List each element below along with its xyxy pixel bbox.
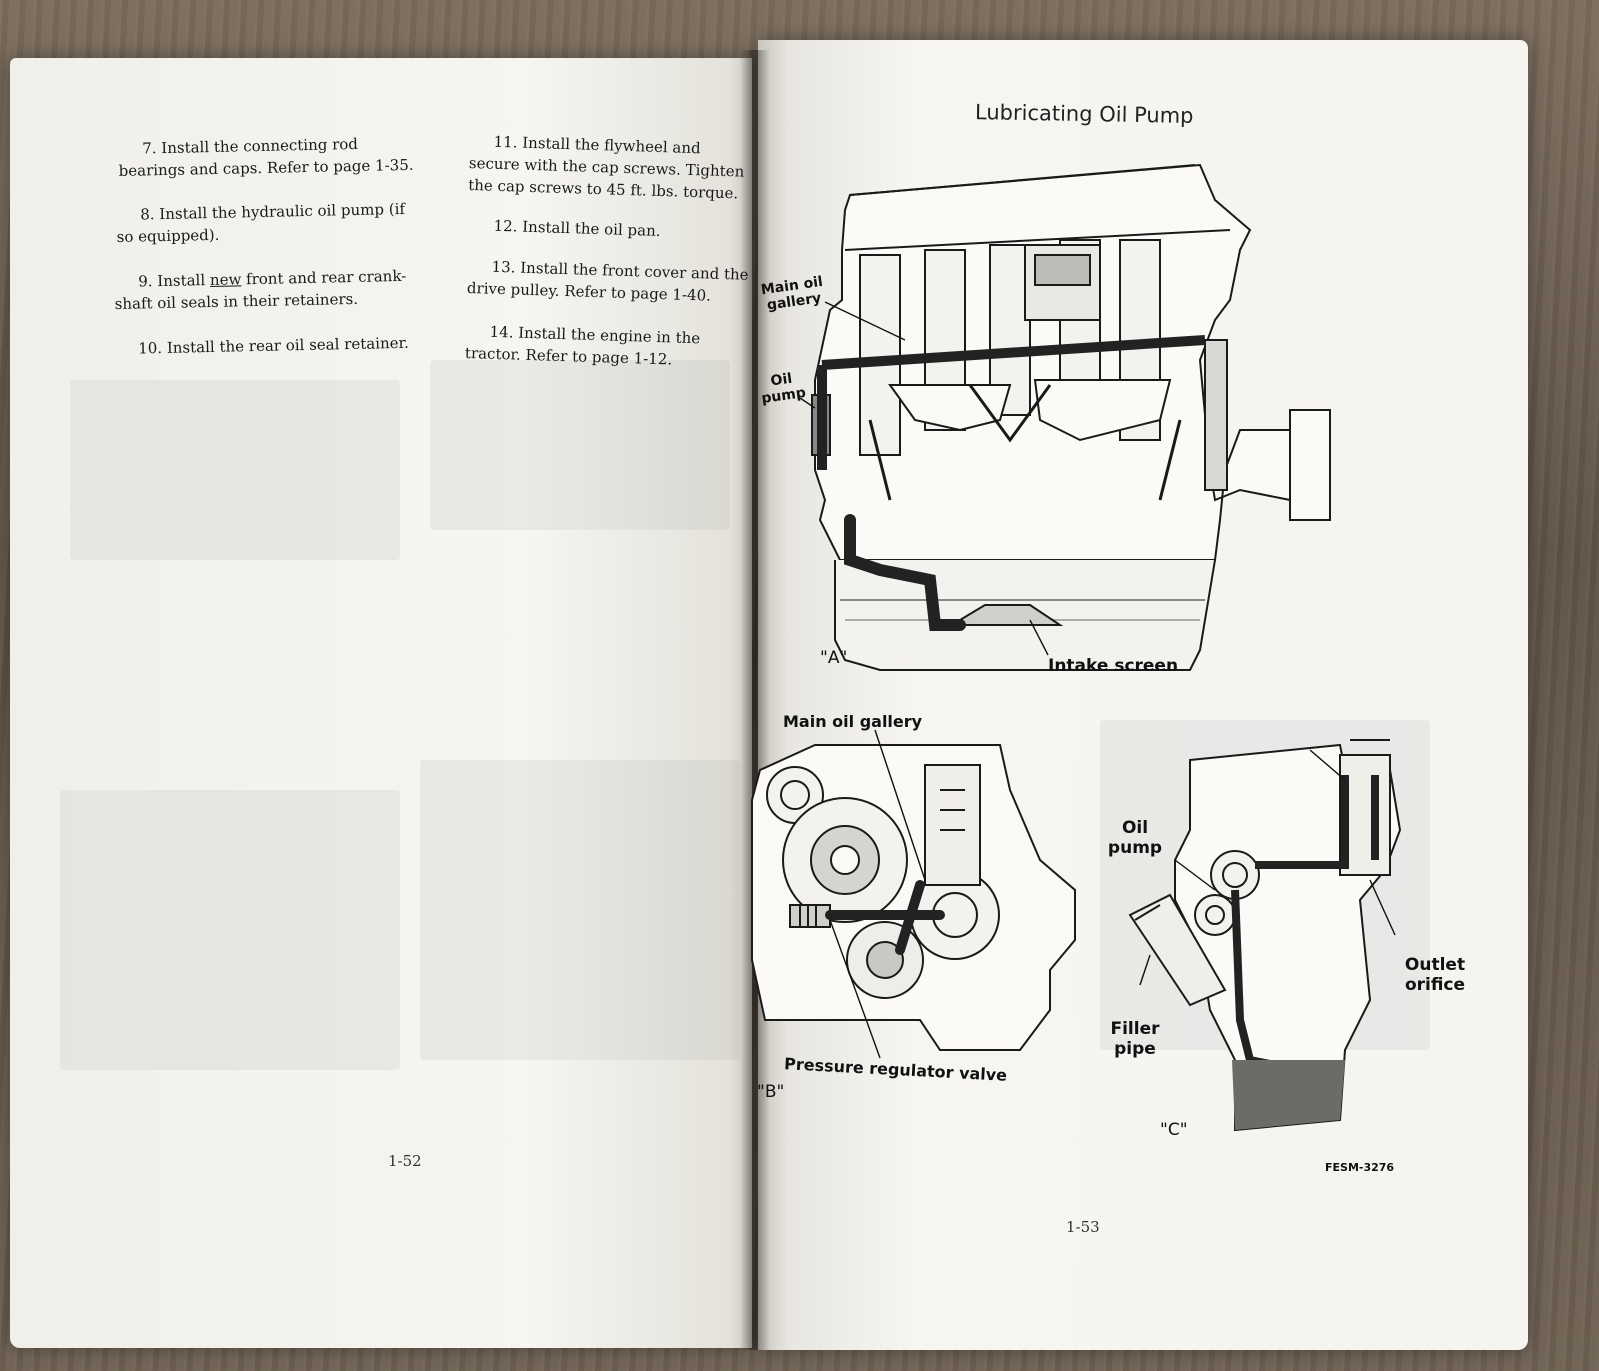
- figure-b-letter: "B": [757, 1082, 785, 1102]
- book-gutter: [740, 50, 770, 1350]
- label-filler-pipe: Filler pipe: [1110, 1019, 1160, 1059]
- figure-code: FESM-3276: [1325, 1161, 1395, 1174]
- left-page: [10, 58, 752, 1348]
- left-page-number: 1-52: [388, 1152, 422, 1170]
- right-page-number: 1-53: [1066, 1218, 1100, 1236]
- figure-c-letter: "C": [1160, 1120, 1188, 1140]
- show-through-photo: [430, 360, 730, 530]
- show-through-photo: [70, 380, 400, 560]
- figure-a-letter: "A": [820, 648, 848, 668]
- label-oil-pump-c: Oil pump: [1107, 818, 1163, 858]
- label-outlet-orifice: Outlet orifice: [1404, 955, 1466, 995]
- label-main-oil-gallery-b: Main oil gallery: [783, 712, 923, 731]
- label-intake-screen: Intake screen: [1048, 656, 1179, 676]
- show-through-photo: [60, 790, 400, 1070]
- show-through-photo: [420, 760, 740, 1060]
